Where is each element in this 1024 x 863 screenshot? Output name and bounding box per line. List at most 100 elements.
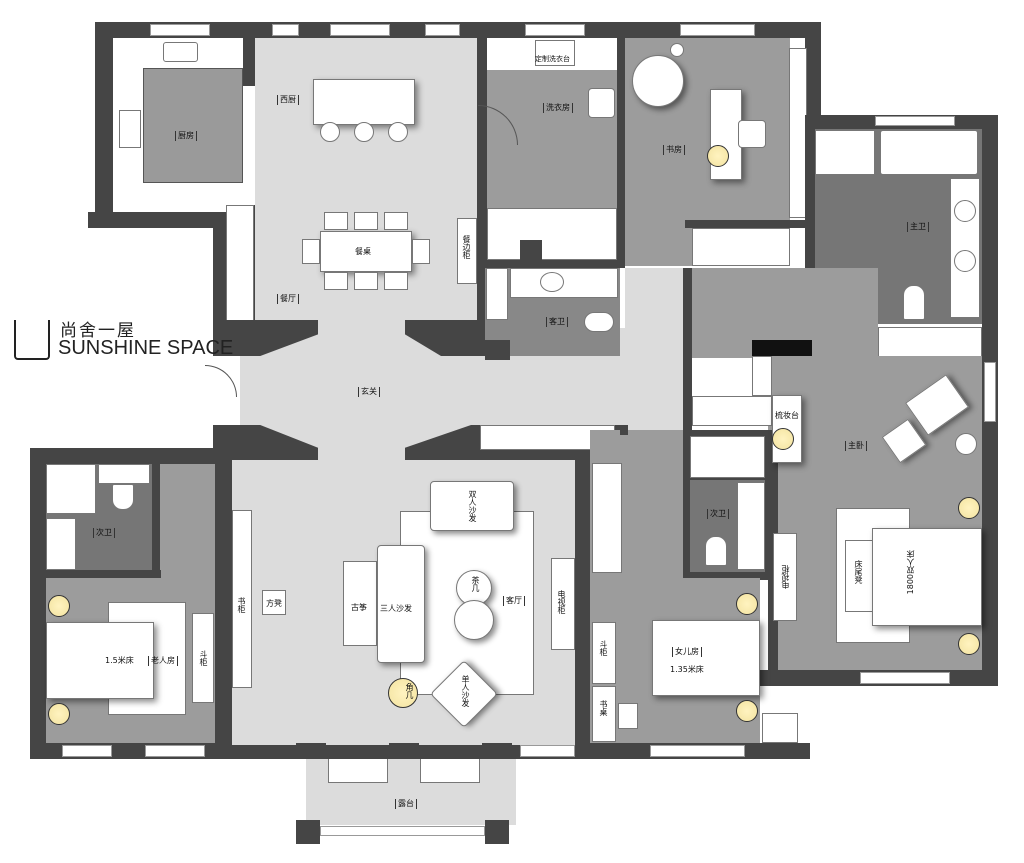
outer-wall (30, 448, 250, 464)
chair (384, 212, 408, 230)
label-bed-1800: 1800双人床 (906, 550, 915, 595)
wall (152, 464, 160, 578)
kitchen-island-counter (313, 79, 415, 125)
column (482, 743, 512, 758)
wall (685, 220, 805, 228)
bathtub (880, 130, 978, 175)
label-side-table: 角几 (405, 683, 414, 699)
elder-room (160, 464, 215, 579)
label-elder-room: 老人房 (148, 656, 178, 666)
entry-door[interactable] (205, 365, 237, 397)
label-bench: 床尾凳 (854, 560, 863, 584)
bath-counter (737, 482, 765, 570)
window (62, 745, 112, 757)
outer-wall (30, 743, 810, 759)
label-second-bath-2: 次卫 (707, 509, 729, 519)
label-armchair: 单人沙发 (461, 675, 470, 707)
label-master-bedroom: 主卧 (845, 441, 867, 451)
label-master-bath: 主卫 (907, 222, 929, 232)
label-dining: 餐厅 (277, 294, 299, 304)
terrace-door[interactable] (328, 759, 388, 783)
chair (354, 212, 378, 230)
label-sideboard: 餐边柜 (462, 235, 471, 259)
wall (520, 240, 542, 260)
logo-chinese: 尚舍一屋 (60, 321, 136, 341)
label-sofa-2: 双人沙发 (468, 490, 477, 522)
label-bookcase: 书柜 (237, 597, 246, 613)
wardrobe (692, 228, 790, 266)
label-second-bath: 次卫 (93, 528, 115, 538)
label-desk: 书桌 (599, 700, 608, 716)
label-chest-1: 斗柜 (199, 650, 208, 666)
toilet (584, 312, 614, 332)
bar-stool (388, 122, 408, 142)
kitchen-island (143, 68, 243, 183)
guzheng (343, 561, 377, 646)
logo-mark (14, 320, 50, 360)
wall (46, 570, 161, 578)
wall (617, 38, 625, 268)
window (525, 24, 585, 36)
single-bed (652, 620, 760, 696)
label-vanity: 梳妆台 (775, 411, 799, 420)
shower (815, 130, 875, 175)
wall (485, 340, 510, 360)
ceiling-light-icon (736, 700, 758, 722)
label-daughter-room: 女儿房 (672, 647, 702, 657)
square-stool (262, 590, 286, 615)
ceiling-light-icon (48, 703, 70, 725)
sideboard (457, 218, 477, 284)
three-seat-sofa (377, 545, 425, 663)
window (150, 24, 210, 36)
outer-wall (805, 22, 821, 122)
wall (620, 425, 628, 435)
outer-wall (95, 22, 113, 227)
chair (354, 272, 378, 290)
ceiling-light-icon (772, 428, 794, 450)
window (680, 24, 755, 36)
floor-lamp (670, 43, 684, 57)
stove (119, 110, 141, 148)
cabinet (762, 713, 798, 743)
terrace-door[interactable] (420, 759, 480, 783)
ceiling-light-icon (958, 497, 980, 519)
window (520, 745, 575, 757)
coffee-table (454, 600, 494, 640)
basin (954, 200, 976, 222)
outer-wall (30, 448, 46, 758)
lounge-chair (632, 55, 684, 107)
outer-wall (88, 212, 248, 228)
column (752, 340, 812, 356)
column (296, 743, 326, 758)
label-study: 书房 (663, 145, 685, 155)
label-square-stool: 方凳 (266, 599, 282, 608)
wardrobe (692, 396, 772, 426)
label-tv-cabinet-1: 电视柜 (557, 590, 566, 614)
toilet (112, 484, 134, 510)
wardrobe (592, 463, 622, 573)
label-chest-2: 斗柜 (599, 640, 608, 656)
wall (683, 268, 692, 433)
dining-table (320, 231, 412, 272)
bath-counter (46, 518, 76, 570)
chair (324, 272, 348, 290)
cabinet (752, 356, 772, 396)
shower (690, 436, 765, 478)
bath-counter (510, 268, 618, 298)
label-dining-table: 餐桌 (355, 247, 371, 256)
desk-chair (618, 703, 638, 729)
ceiling-light-icon (958, 633, 980, 655)
window (860, 672, 950, 684)
ceiling-light-icon (707, 145, 729, 167)
washing-machine (588, 88, 615, 118)
laundry-counter (535, 40, 575, 66)
basin (954, 250, 976, 272)
label-kitchen: 厨房 (175, 131, 197, 141)
wall (477, 260, 625, 268)
toilet (903, 285, 925, 320)
bar-stool (320, 122, 340, 142)
bed (46, 622, 154, 699)
double-vanity (950, 178, 980, 318)
label-sofa-3: 三人沙发 (380, 604, 412, 613)
wall (575, 460, 590, 745)
